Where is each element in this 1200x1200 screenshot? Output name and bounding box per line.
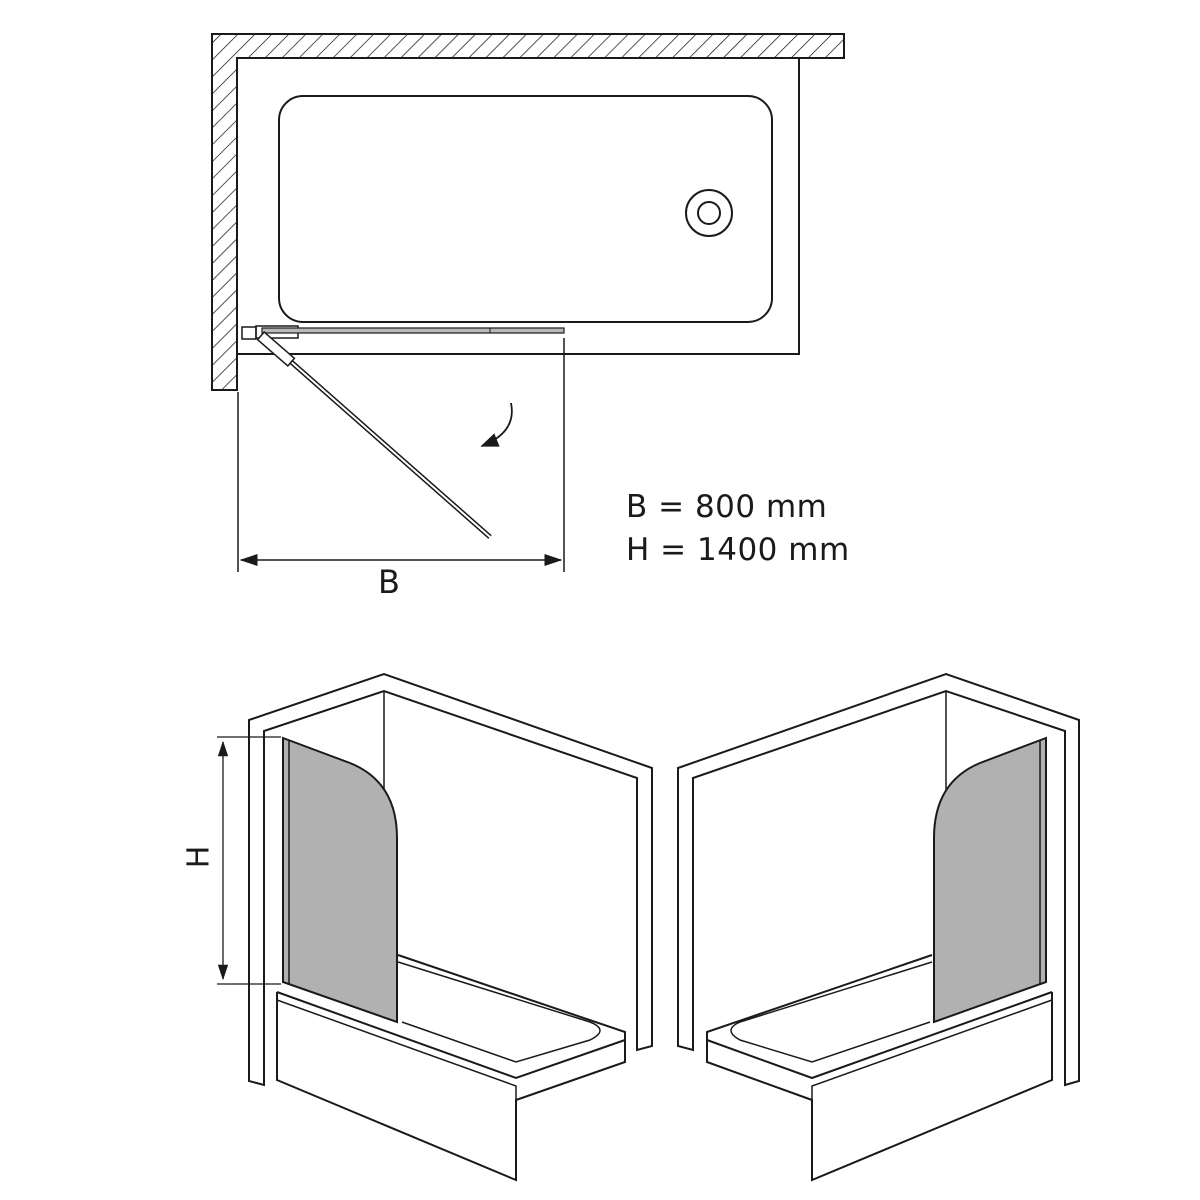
spec-height: H = 1400 mm	[626, 532, 850, 568]
glass-panel-right	[933, 736, 1047, 1024]
top-view-plan	[211, 33, 845, 572]
dimension-label-h: H	[181, 845, 217, 869]
perspective-view-left	[217, 672, 653, 1182]
bathtub-basin	[278, 95, 773, 323]
closed-panel	[261, 327, 565, 334]
drain-icon	[685, 189, 733, 237]
wall-hatching	[211, 33, 845, 391]
opened-panel	[256, 331, 492, 539]
perspective-view-right	[677, 672, 1080, 1182]
spec-width: B = 800 mm	[626, 489, 828, 525]
bathtub-outline	[236, 57, 800, 355]
glass-panel-left	[282, 736, 398, 1024]
dimension-label-b: B	[378, 563, 400, 601]
rotation-arrow-icon	[480, 402, 513, 447]
